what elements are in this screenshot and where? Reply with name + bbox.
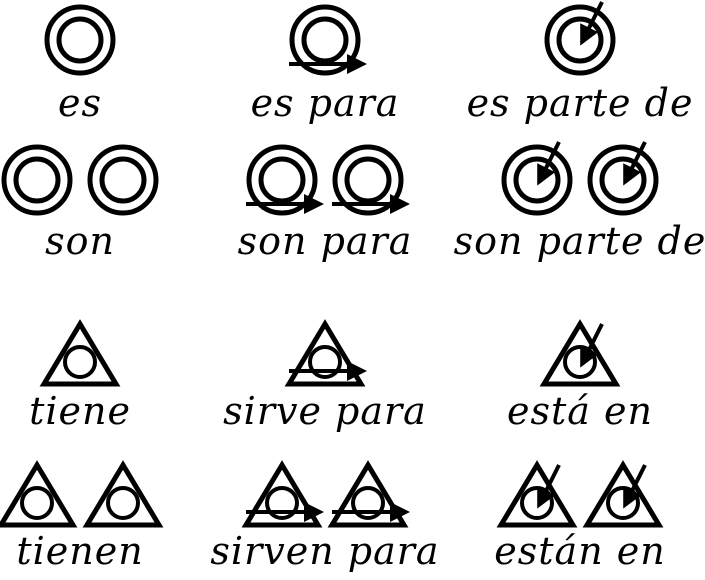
sirve-para-pictogram	[284, 319, 367, 387]
es-label: es	[58, 81, 102, 125]
son-para-label: son para	[237, 219, 413, 263]
estan-en-pictogram	[496, 460, 664, 528]
triangle-circle-icon	[582, 460, 664, 528]
esta-en-label: está en	[507, 389, 653, 433]
tienen-pictogram	[0, 460, 164, 528]
double-circle-icon	[246, 144, 324, 216]
triangle-circle-icon	[241, 460, 324, 528]
triangle-circle-icon	[0, 460, 78, 528]
estan-en-label: están en	[494, 529, 666, 573]
es-parte-de-label: es parte de	[466, 81, 694, 125]
double-circle-icon	[587, 141, 659, 216]
triangle-circle-icon	[327, 460, 410, 528]
double-circle-icon	[87, 144, 159, 216]
tienen-label: tienen	[16, 529, 144, 573]
double-circle-icon	[332, 144, 410, 216]
double-circle-icon	[289, 4, 367, 76]
son-parte-de-label: son parte de	[453, 219, 705, 263]
son-pictogram	[1, 144, 159, 216]
triangle-circle-icon	[284, 319, 367, 387]
es-para-label: es para	[250, 81, 400, 125]
son-label: son	[45, 219, 115, 263]
triangle-circle-icon	[39, 319, 121, 387]
son-para-pictogram	[246, 144, 410, 216]
sirven-para-pictogram	[241, 460, 410, 528]
triangle-circle-icon	[496, 460, 578, 528]
son-parte-de-pictogram	[501, 141, 659, 216]
double-circle-icon	[501, 141, 573, 216]
tiene-label: tiene	[29, 389, 131, 433]
triangle-circle-icon	[539, 319, 621, 387]
es-parte-de-pictogram	[544, 1, 616, 76]
tiene-pictogram	[39, 319, 121, 387]
esta-en-pictogram	[539, 319, 621, 387]
sirven-para-label: sirven para	[210, 529, 440, 573]
es-para-pictogram	[289, 4, 367, 76]
double-circle-icon	[1, 144, 73, 216]
triangle-circle-icon	[82, 460, 164, 528]
double-circle-icon	[544, 1, 616, 76]
double-circle-icon	[44, 4, 116, 76]
es-pictogram	[44, 4, 116, 76]
sirve-para-label: sirve para	[223, 389, 427, 433]
